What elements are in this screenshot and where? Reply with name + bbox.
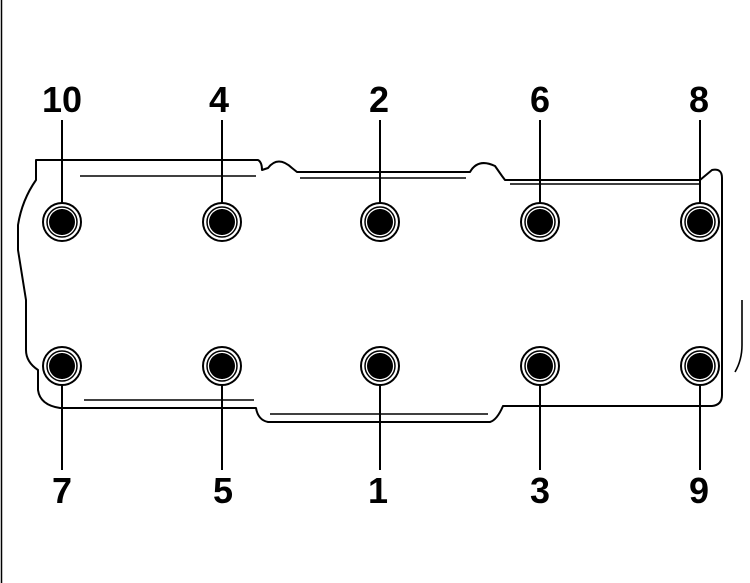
bolt-label-3: 3 <box>530 470 550 511</box>
bolt-label-5: 5 <box>213 470 233 511</box>
head-outline-inner-top <box>80 175 700 185</box>
bolt-label-1: 1 <box>368 470 388 511</box>
bolt-1 <box>360 346 400 386</box>
bolt-10 <box>42 202 82 242</box>
bolt-label-4: 4 <box>209 79 229 120</box>
bolt-2 <box>360 202 400 242</box>
bolt-label-9: 9 <box>689 470 709 511</box>
bolt-5 <box>202 346 242 386</box>
bolt-6 <box>520 202 560 242</box>
cylinder-head-outline <box>17 159 723 423</box>
bolt-label-6: 6 <box>530 79 550 120</box>
bolt-label-2: 2 <box>369 79 389 120</box>
bolt-heads <box>42 202 720 386</box>
bolt-7 <box>42 346 82 386</box>
head-outline-right-edge <box>734 300 743 373</box>
bolt-3 <box>520 346 560 386</box>
bolt-label-8: 8 <box>689 79 709 120</box>
bolt-8 <box>680 202 720 242</box>
bolt-9 <box>680 346 720 386</box>
bolt-4 <box>202 202 242 242</box>
bolt-label-7: 7 <box>52 470 72 511</box>
bolt-label-10: 10 <box>42 79 82 120</box>
leader-lines <box>61 120 701 470</box>
